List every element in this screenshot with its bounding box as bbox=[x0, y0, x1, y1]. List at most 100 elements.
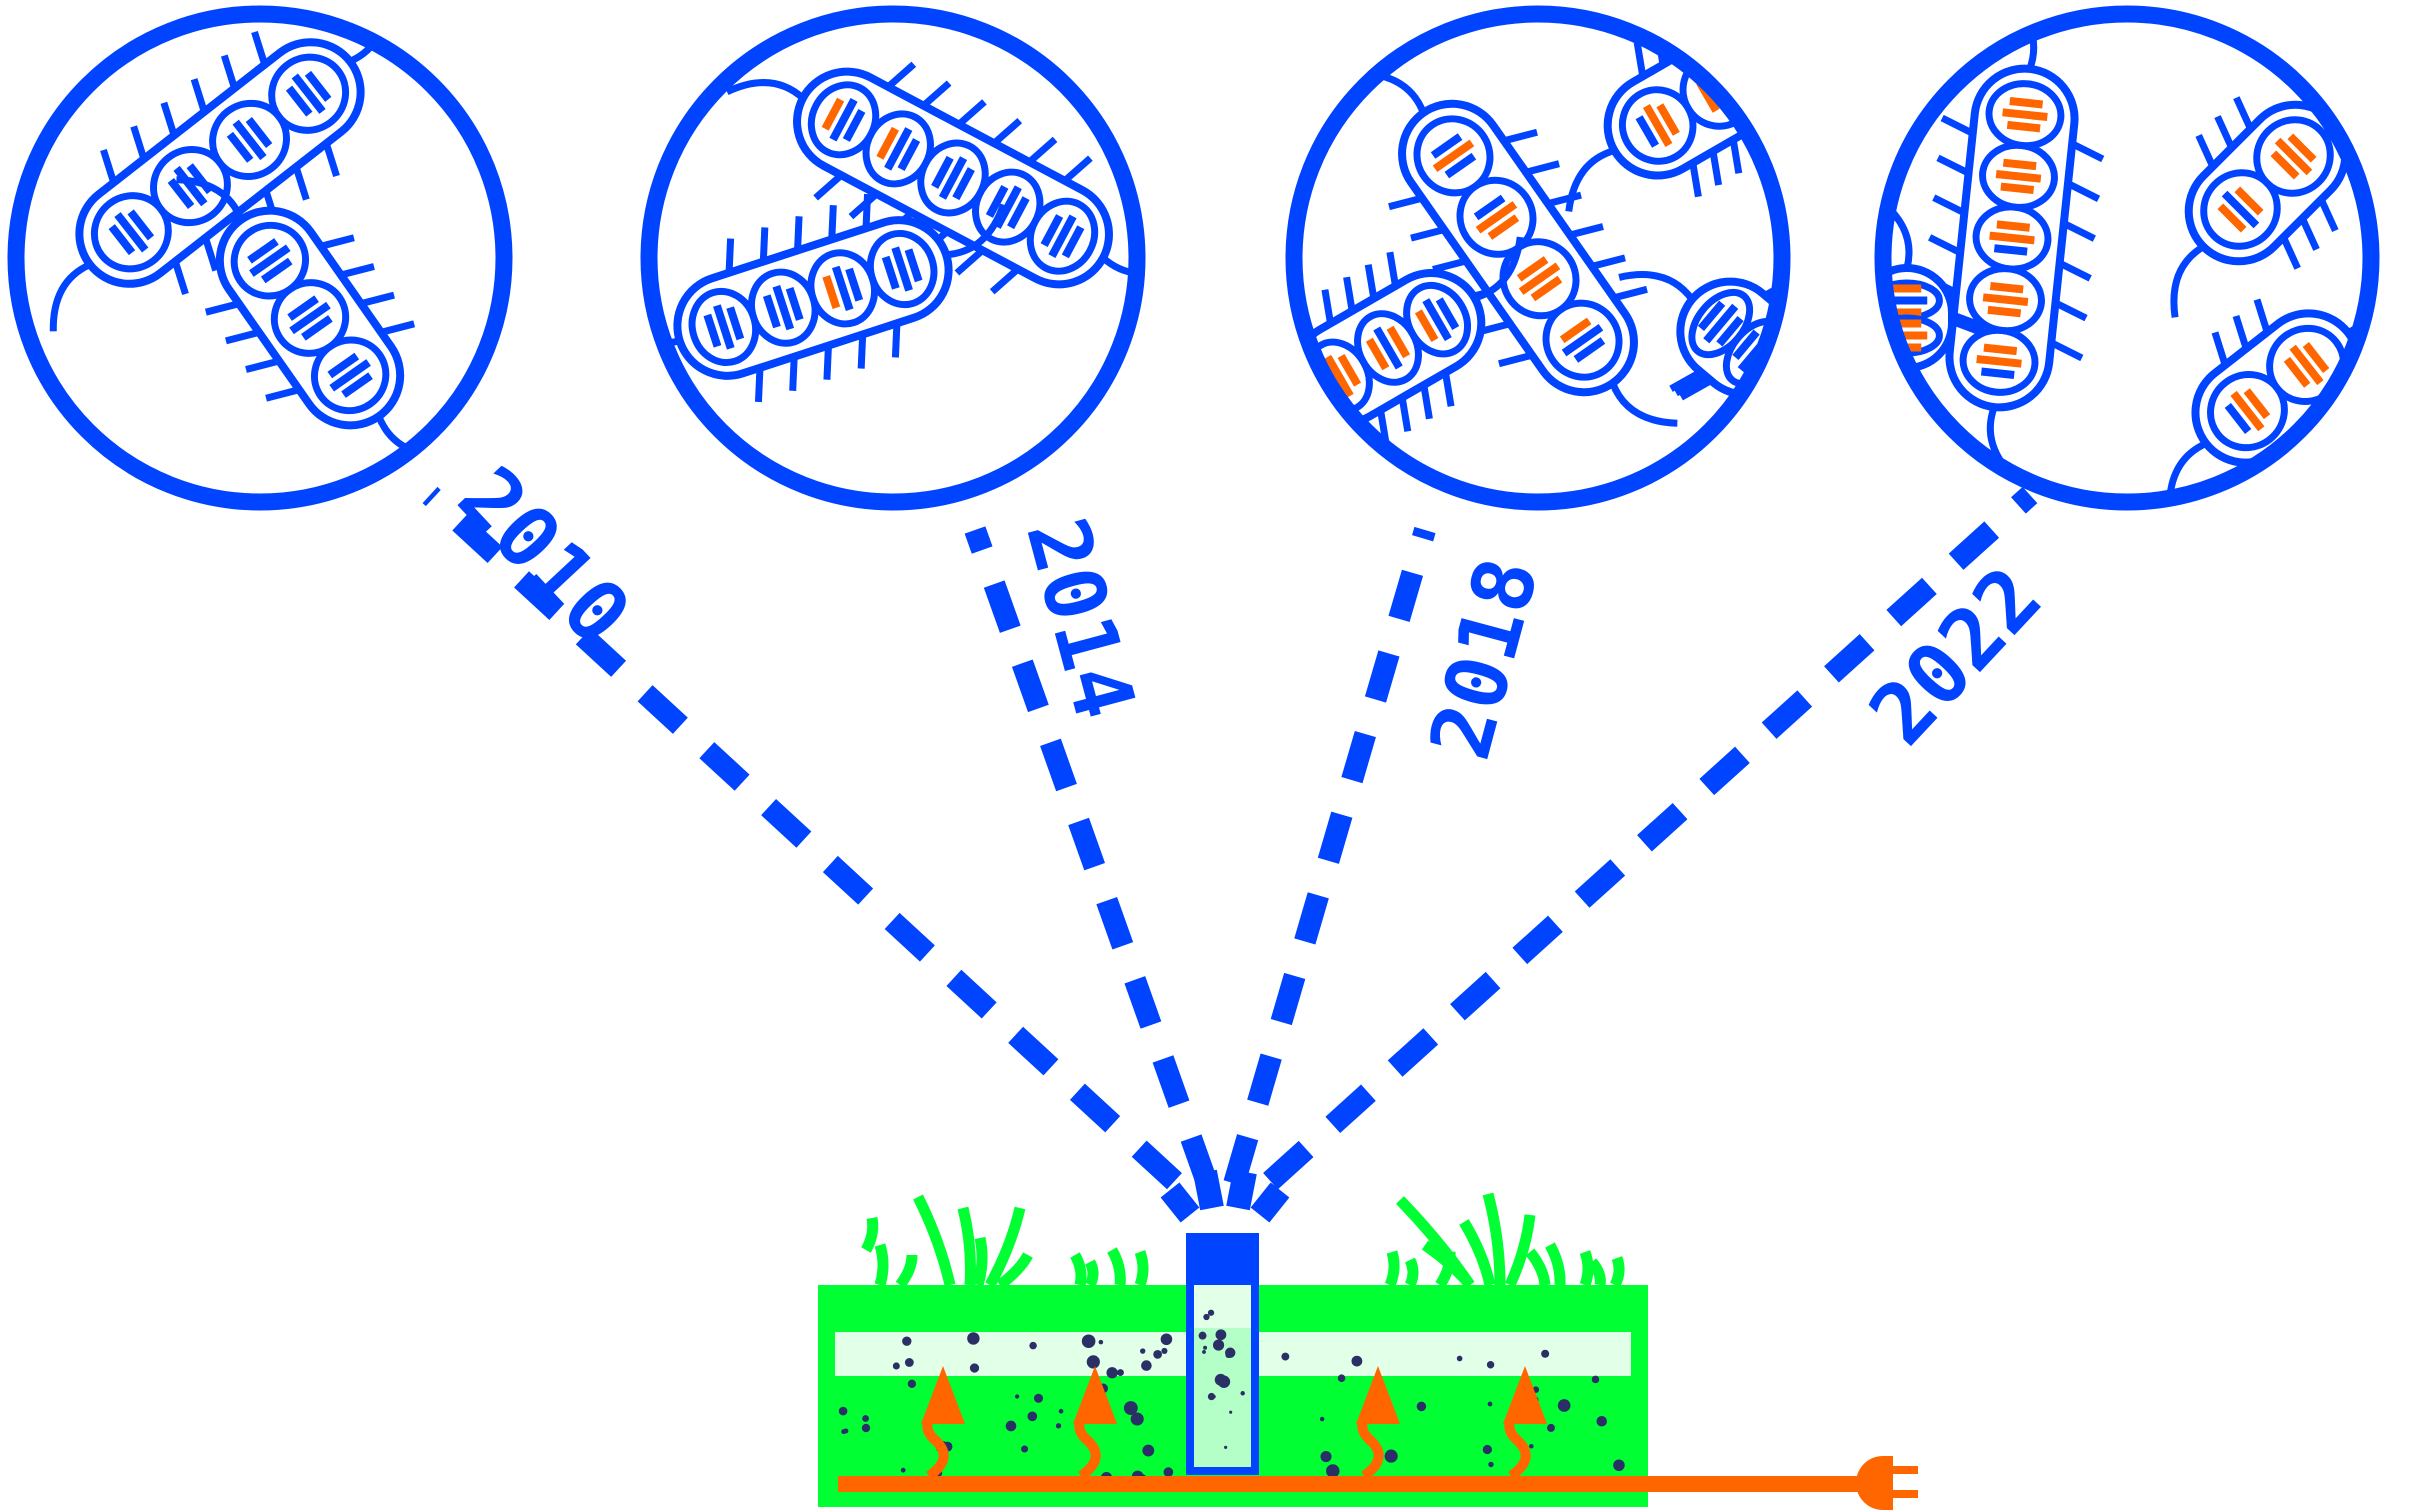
pilus bbox=[1321, 289, 1334, 325]
pilus bbox=[380, 320, 416, 336]
arrow-head bbox=[921, 1366, 965, 1424]
flagellum bbox=[2170, 243, 2206, 318]
pilus bbox=[1830, 309, 1862, 321]
base-pair bbox=[304, 70, 332, 102]
soil-particle bbox=[1541, 1349, 1550, 1358]
spray-tick bbox=[1160, 1182, 1200, 1223]
pilus bbox=[1830, 303, 1862, 315]
pilus bbox=[322, 142, 340, 178]
grass-blade bbox=[957, 1206, 977, 1286]
magnifier-ring bbox=[7, 5, 513, 511]
base-pair bbox=[2224, 403, 2252, 434]
pilus bbox=[1343, 276, 1356, 312]
base-pair-mutated bbox=[1983, 343, 2018, 356]
pilus bbox=[2066, 180, 2101, 202]
base-pair-mutated bbox=[1996, 220, 2031, 232]
base-pair-mutated bbox=[2006, 120, 2041, 133]
pilus bbox=[2058, 259, 2092, 282]
flagellum bbox=[1473, 236, 1524, 302]
pilus bbox=[1027, 136, 1058, 165]
pilus bbox=[360, 291, 395, 308]
base-pair-mutated bbox=[2283, 356, 2311, 388]
pilus bbox=[1729, 139, 1743, 174]
flagellum bbox=[725, 79, 806, 101]
base-pair-mutated bbox=[821, 97, 845, 131]
grass-blade bbox=[1134, 1250, 1149, 1287]
dna-lobe bbox=[1403, 281, 1472, 358]
grass-blade bbox=[972, 1236, 988, 1287]
base-pair-mutated bbox=[1518, 262, 1561, 295]
soil-particle bbox=[1384, 1449, 1398, 1463]
pilus bbox=[2195, 133, 2216, 168]
pilus bbox=[1940, 114, 1975, 137]
base-pair-mutated bbox=[1982, 293, 2029, 306]
plug-prong bbox=[1893, 1466, 1918, 1474]
pilus bbox=[1569, 223, 1604, 239]
base-pair-mutated bbox=[1516, 256, 1549, 282]
base-pair bbox=[1435, 297, 1460, 330]
pilus bbox=[2053, 299, 2088, 322]
grass-blade bbox=[895, 1254, 918, 1289]
magnifier-ring bbox=[640, 5, 1146, 511]
core-particle bbox=[1224, 1445, 1228, 1449]
base-pair-mutated bbox=[2009, 97, 2044, 109]
bacterium-icon bbox=[725, 61, 1137, 295]
core-particle bbox=[1198, 1331, 1207, 1340]
soil-particle bbox=[1086, 1355, 1100, 1369]
base-pair-mutated bbox=[1487, 214, 1520, 240]
pilus bbox=[160, 101, 178, 137]
grass-blade bbox=[1525, 1248, 1551, 1286]
pilus bbox=[1364, 264, 1378, 300]
base-pair bbox=[772, 285, 795, 331]
pilus bbox=[251, 30, 269, 66]
spray-tick bbox=[1193, 1169, 1224, 1211]
pilus bbox=[725, 238, 735, 273]
pilus bbox=[1386, 251, 1399, 287]
soil-particle bbox=[1337, 1374, 1346, 1382]
soil-particle bbox=[1029, 1341, 1037, 1350]
bacterium-icon bbox=[649, 193, 1007, 403]
base-pair bbox=[287, 295, 319, 321]
dna-lobe bbox=[2253, 116, 2334, 197]
base-pair bbox=[1007, 196, 1030, 230]
grass-blade bbox=[1085, 1259, 1099, 1288]
grass-blade bbox=[1587, 1258, 1606, 1286]
pilus bbox=[2070, 140, 2105, 163]
soil-particle bbox=[1487, 1401, 1493, 1407]
grass-blade bbox=[1504, 1214, 1536, 1288]
pilus bbox=[319, 234, 355, 250]
base-pair bbox=[291, 73, 326, 114]
pilus bbox=[885, 61, 917, 90]
pilus bbox=[2062, 220, 2096, 242]
base-pair bbox=[931, 155, 954, 189]
pilus bbox=[991, 117, 1023, 146]
pilus bbox=[1950, 318, 1986, 337]
base-pair-mutated bbox=[2217, 203, 2247, 233]
pilus bbox=[204, 300, 240, 316]
magnifier-ring bbox=[1874, 5, 2380, 511]
soil-particle bbox=[862, 1415, 869, 1422]
base-pair bbox=[845, 267, 864, 302]
base-pair bbox=[881, 255, 900, 290]
base-pair bbox=[938, 156, 968, 200]
grass-blade bbox=[1610, 1256, 1625, 1288]
base-pair bbox=[1048, 214, 1077, 258]
pilus bbox=[340, 263, 375, 279]
base-pair-mutated bbox=[1989, 282, 2024, 294]
core-particle bbox=[1203, 1313, 1210, 1321]
core-particle bbox=[1207, 1309, 1215, 1316]
soil-particle bbox=[1591, 1375, 1600, 1384]
grass-blade bbox=[1545, 1242, 1566, 1286]
base-pair bbox=[1444, 152, 1477, 179]
base-pair bbox=[301, 315, 333, 341]
base-pair bbox=[108, 224, 136, 256]
pilus bbox=[292, 165, 310, 201]
ground-cross-section bbox=[818, 1169, 1918, 1510]
base-pair-mutated bbox=[1656, 103, 1680, 136]
spray-tick bbox=[1250, 1182, 1290, 1223]
dashed-ray-2018 bbox=[1223, 526, 1436, 1187]
pilus bbox=[954, 247, 985, 276]
pilus bbox=[2233, 96, 2254, 131]
flagellum bbox=[176, 176, 245, 222]
core-particle bbox=[1214, 1373, 1227, 1386]
